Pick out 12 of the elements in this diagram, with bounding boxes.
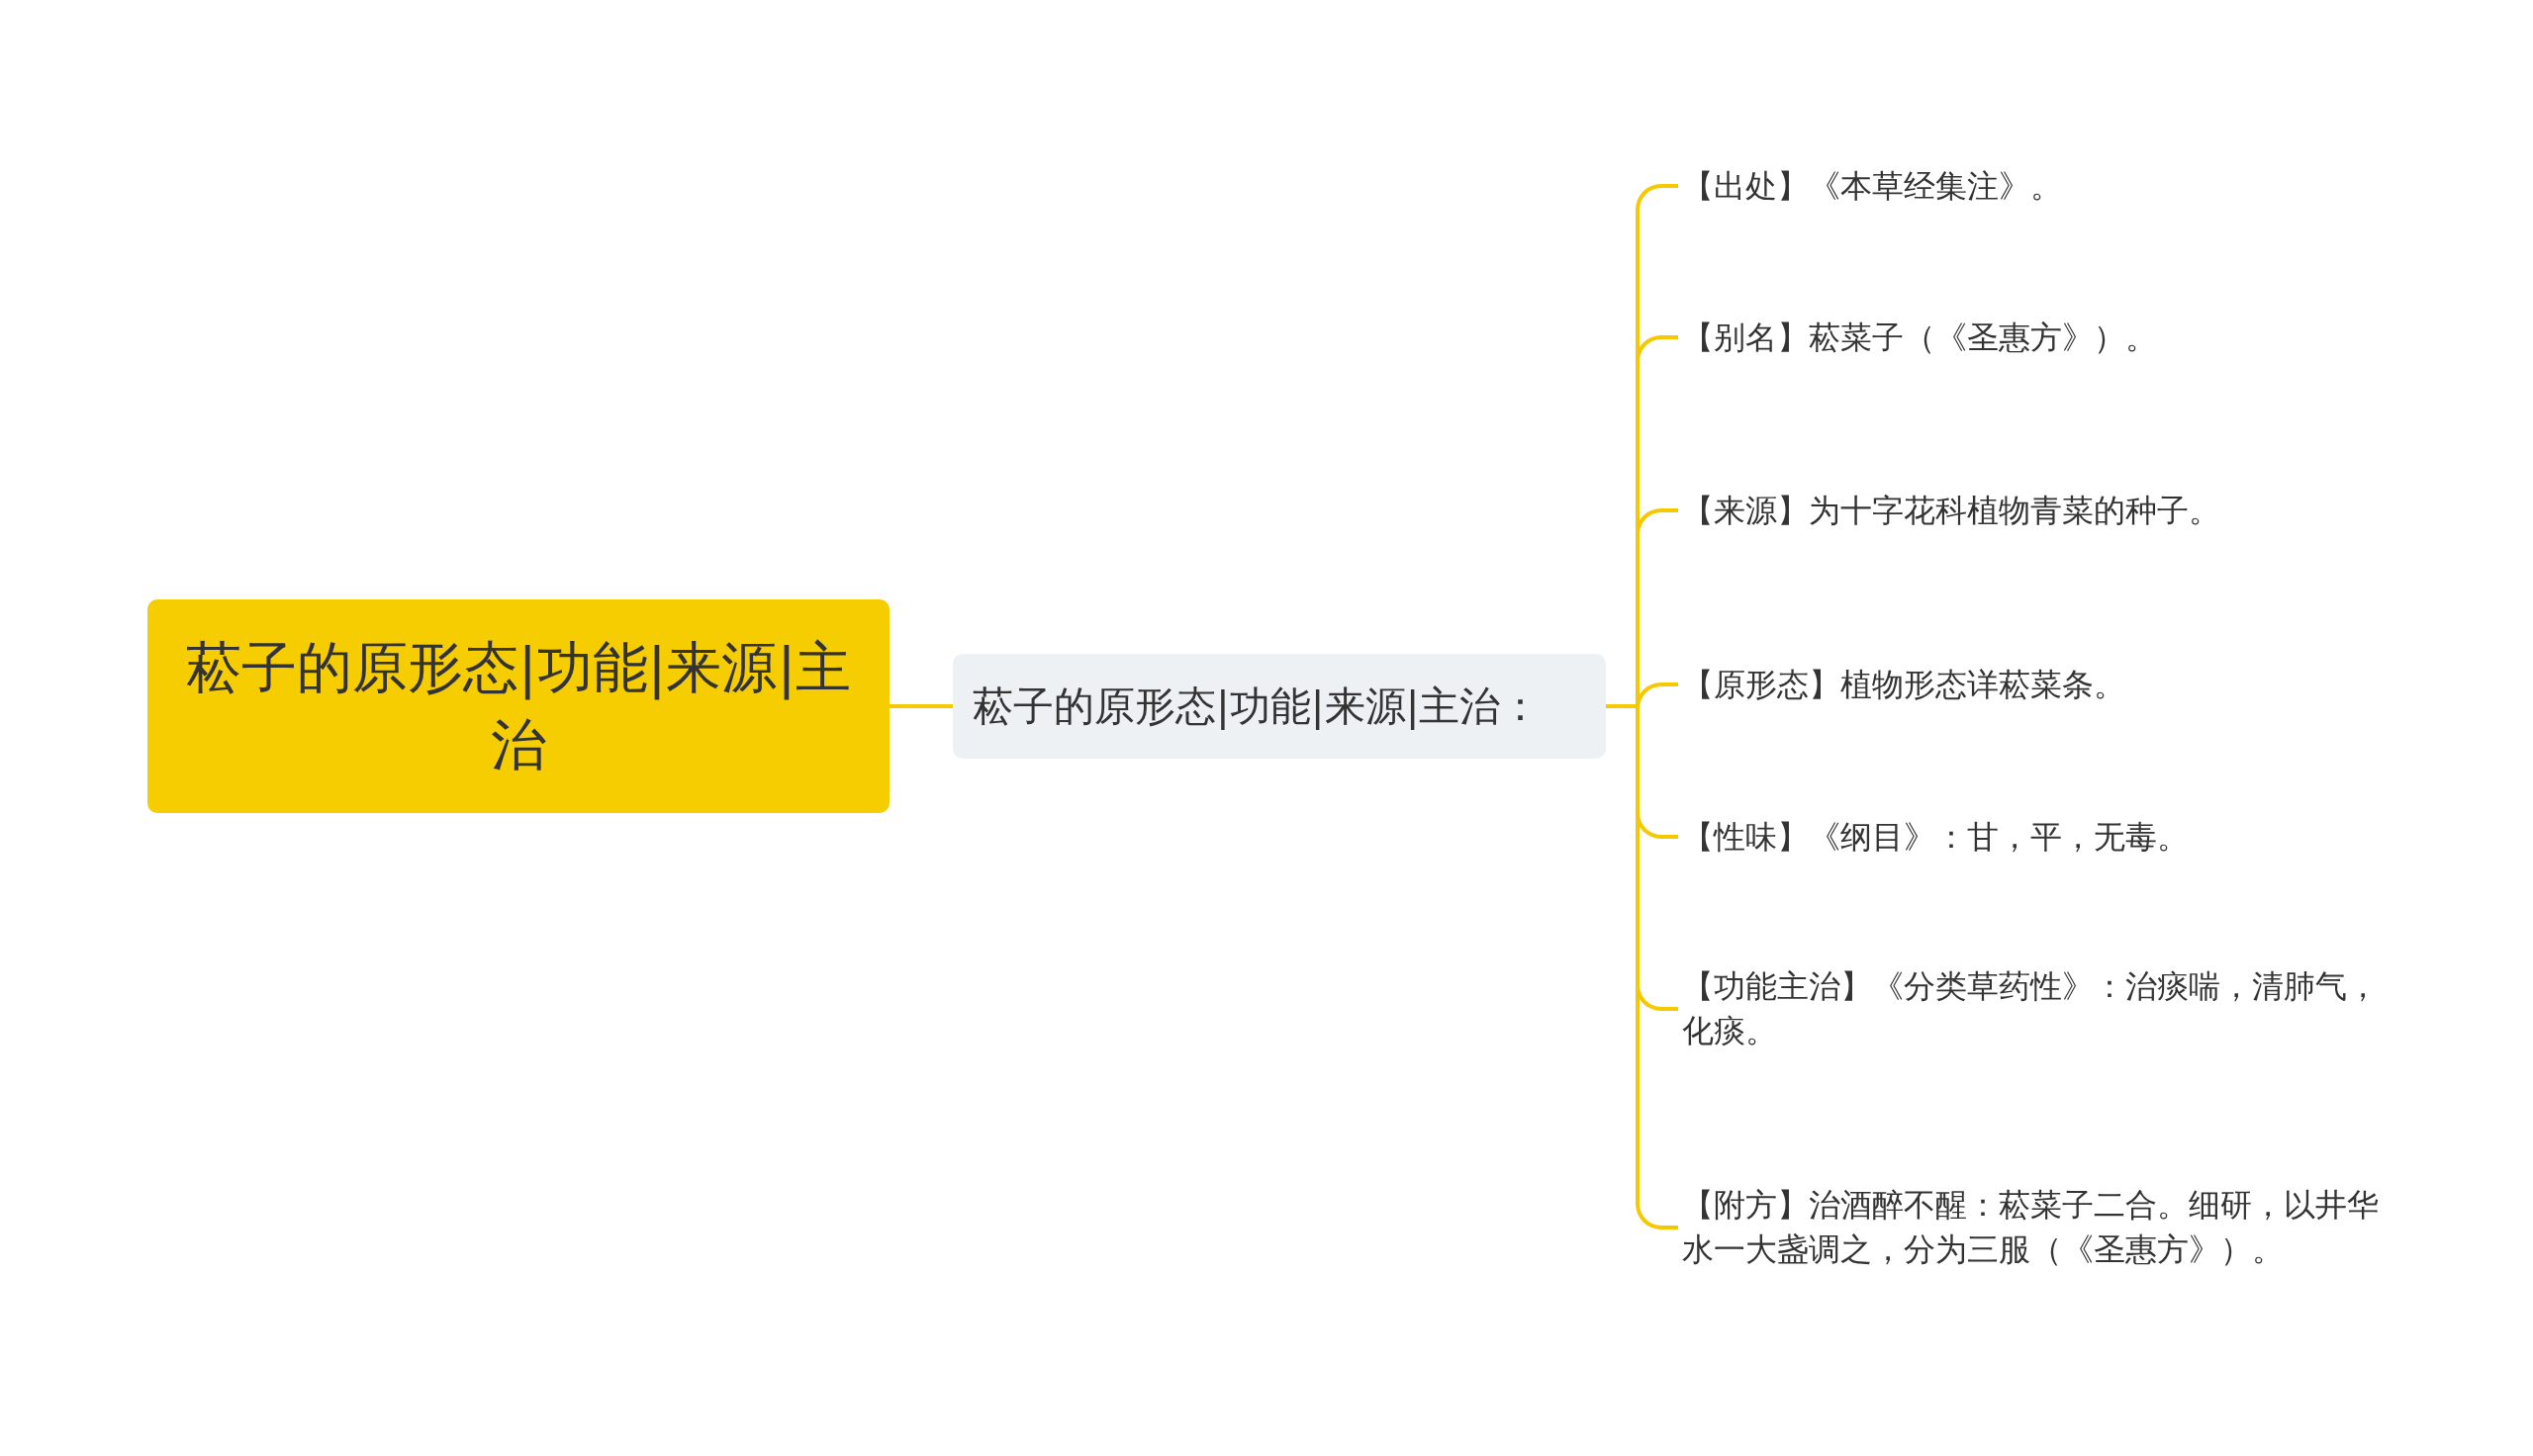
topic-text: 【附方】治酒醉不醒：菘菜子二合。细研，以井华水一大盏调之，分为三服（《圣惠方》）。 [1682,1186,2379,1268]
topic-text: 菘子的原形态|功能|来源|主治 [184,633,853,778]
connector-line [890,704,953,708]
root-topic-box [147,599,890,813]
topic-text: 【来源】为十字花科植物青菜的种子。 [1682,491,2220,529]
topic-text: 菘子的原形态|功能|来源|主治： [973,681,1542,732]
subtopic-box [953,654,1606,759]
topic-text: 【功能主治】《分类草药性》：治痰喘，清肺气，化痰。 [1682,967,2379,1049]
topic-text: 【原形态】植物形态详菘菜条。 [1682,665,2125,703]
topic-text: 【性味】《纲目》：甘，平，无毒。 [1682,817,2189,856]
topic-text: 【出处】《本草经集注》。 [1682,166,2062,205]
topic-text: 【别名】菘菜子（《圣惠方》）。 [1682,318,2157,356]
